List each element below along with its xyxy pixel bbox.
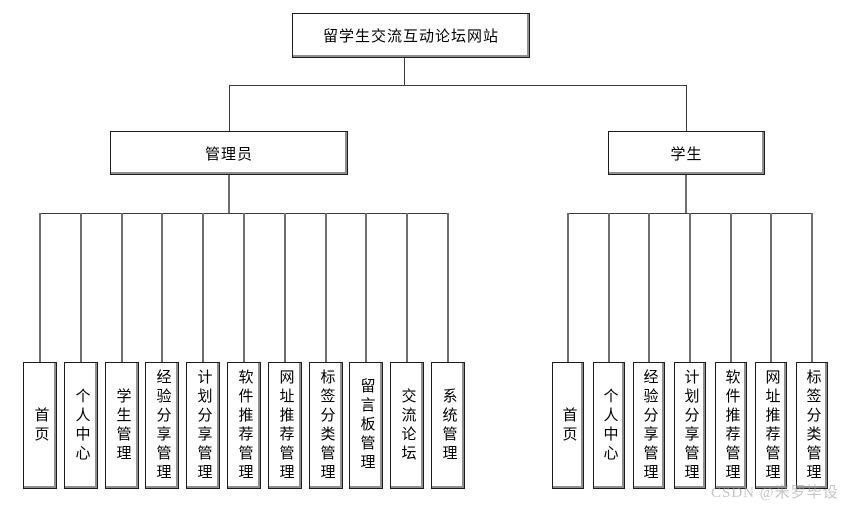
branch-node-student-label: 学生 [670, 146, 703, 163]
leaf-node-student-personal-center: 个人中心 [593, 362, 625, 489]
branch-node-admin: 管理员 [110, 131, 348, 175]
leaf-label: 经验分享管理 [154, 368, 171, 483]
connector-admin-bottom [228, 175, 230, 213]
leaf-label: 系统管理 [440, 387, 457, 464]
root-node-label: 留学生交流互动论坛网站 [322, 29, 499, 45]
leaf-node-admin-student-mgmt: 学生管理 [105, 362, 139, 489]
connector-leaf-drop [39, 213, 41, 362]
connector-leaf-drop [284, 213, 286, 362]
connector-leaf-drop [608, 213, 610, 362]
connector-leaf-drop [447, 213, 449, 362]
leaf-node-admin-message-board-mgmt: 留言板管理 [349, 362, 383, 489]
connector-leaf-drop [730, 213, 732, 362]
leaf-node-admin-software-recommend-mgmt: 软件推荐管理 [227, 362, 261, 489]
connector-leaf-drop [811, 213, 813, 362]
leaf-label: 学生管理 [114, 387, 131, 464]
leaf-node-student-tag-category-mgmt: 标签分类管理 [796, 362, 828, 489]
leaf-label: 软件推荐管理 [723, 368, 740, 483]
root-node: 留学生交流互动论坛网站 [292, 13, 530, 58]
leaf-node-admin-home: 首页 [23, 362, 57, 489]
leaf-label: 首页 [560, 406, 577, 445]
leaf-label: 计划分享管理 [682, 368, 699, 483]
connector-level1-horizontal [229, 85, 687, 86]
leaf-label: 经验分享管理 [641, 368, 658, 483]
leaf-node-student-home: 首页 [552, 362, 584, 489]
leaf-label: 留言板管理 [358, 378, 375, 473]
leaf-label: 标签分类管理 [804, 368, 821, 483]
leaf-node-student-software-recommend-mgmt: 软件推荐管理 [715, 362, 747, 489]
branch-node-student: 学生 [608, 131, 765, 175]
leaf-node-admin-forum: 交流论坛 [390, 362, 424, 489]
leaf-label: 网址推荐管理 [763, 368, 780, 483]
leaf-label: 计划分享管理 [195, 368, 212, 483]
branch-node-admin-label: 管理员 [204, 146, 253, 163]
leaf-node-admin-system-mgmt: 系统管理 [431, 362, 465, 489]
leaf-node-admin-personal-center: 个人中心 [64, 362, 98, 489]
leaf-label: 个人中心 [601, 387, 618, 464]
leaf-node-student-plan-share-mgmt: 计划分享管理 [674, 362, 706, 489]
connector-leaf-drop [406, 213, 408, 362]
leaf-node-admin-experience-share-mgmt: 经验分享管理 [145, 362, 179, 489]
connector-student-bottom [685, 175, 687, 213]
connector-leaf-drop [121, 213, 123, 362]
connector-root-drop [404, 58, 405, 85]
leaf-node-admin-plan-share-mgmt: 计划分享管理 [186, 362, 220, 489]
connector-admin-top [229, 85, 230, 131]
leaf-label: 个人中心 [73, 387, 90, 464]
connector-leaf-drop [648, 213, 650, 362]
connector-leaf-drop [567, 213, 569, 362]
connector-leaf-drop [365, 213, 367, 362]
leaf-node-student-url-recommend-mgmt: 网址推荐管理 [755, 362, 787, 489]
leaf-node-admin-tag-category-mgmt: 标签分类管理 [309, 362, 343, 489]
connector-leaf-drop [243, 213, 245, 362]
leaf-node-student-experience-share-mgmt: 经验分享管理 [633, 362, 665, 489]
leaf-node-admin-url-recommend-mgmt: 网址推荐管理 [268, 362, 302, 489]
connector-leaf-drop [689, 213, 691, 362]
connector-leaf-drop [202, 213, 204, 362]
csdn-watermark: CSDN @米罗毕设 [711, 485, 839, 501]
leaf-label: 标签分类管理 [318, 368, 335, 483]
leaf-label: 软件推荐管理 [236, 368, 253, 483]
connector-leaf-drop [80, 213, 82, 362]
connector-leaf-drop [325, 213, 327, 362]
leaf-label: 交流论坛 [399, 387, 416, 464]
leaf-label: 首页 [32, 406, 49, 445]
connector-leaf-drop [770, 213, 772, 362]
connector-student-top [686, 85, 687, 131]
connector-leaf-drop [161, 213, 163, 362]
leaf-label: 网址推荐管理 [277, 368, 294, 483]
